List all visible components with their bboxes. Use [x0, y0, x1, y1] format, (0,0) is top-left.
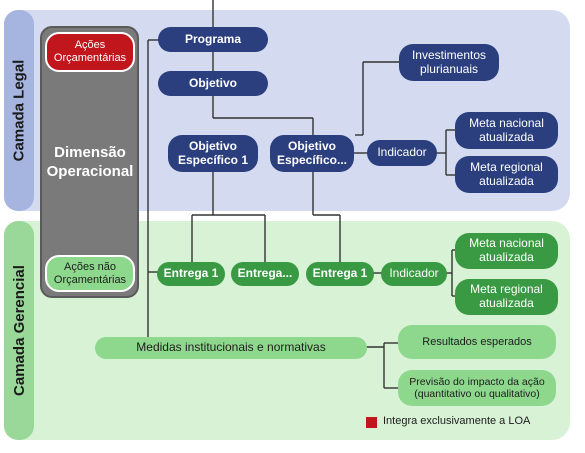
- entrega-n-node: Entrega...: [231, 262, 299, 286]
- legal-indicador-node: Indicador: [367, 140, 437, 166]
- entrega-1-node: Entrega 1: [157, 262, 225, 286]
- non-budget-actions-node: Ações não Orçamentárias: [45, 255, 135, 292]
- operational-dimension-title: Dimensão Operacional: [46, 144, 134, 180]
- gerencial-meta-regional-node: Meta regional atualizada: [455, 279, 558, 315]
- budget-actions-node: Ações Orçamentárias: [45, 32, 135, 72]
- previsao-impacto-node: Previsão do impacto da ação (quantitativ…: [398, 370, 556, 406]
- legal-layer-label: Camada Legal: [4, 10, 34, 211]
- medidas-institucionais-node: Medidas institucionais e normativas: [95, 337, 367, 359]
- objetivo-node: Objetivo: [158, 71, 268, 96]
- legal-meta-regional-node: Meta regional atualizada: [455, 156, 558, 193]
- investimentos-plurianuais-node: Investimentos plurianuais: [399, 44, 499, 81]
- gerencial-indicador-node: Indicador: [381, 262, 447, 286]
- entrega-1b-node: Entrega 1: [306, 262, 374, 286]
- programa-node: Programa: [158, 27, 268, 52]
- legend-swatch: [366, 417, 377, 428]
- objetivo-especifico-1-node: Objetivo Específico 1: [168, 135, 258, 172]
- resultados-esperados-node: Resultados esperados: [398, 325, 556, 359]
- objetivo-especifico-n-node: Objetivo Específico...: [270, 135, 354, 172]
- gerencial-meta-nacional-node: Meta nacional atualizada: [455, 233, 558, 269]
- legend-label: Integra exclusivamente a LOA: [383, 415, 531, 427]
- legal-meta-nacional-node: Meta nacional atualizada: [455, 112, 558, 149]
- gerencial-layer-label: Camada Gerencial: [4, 221, 34, 440]
